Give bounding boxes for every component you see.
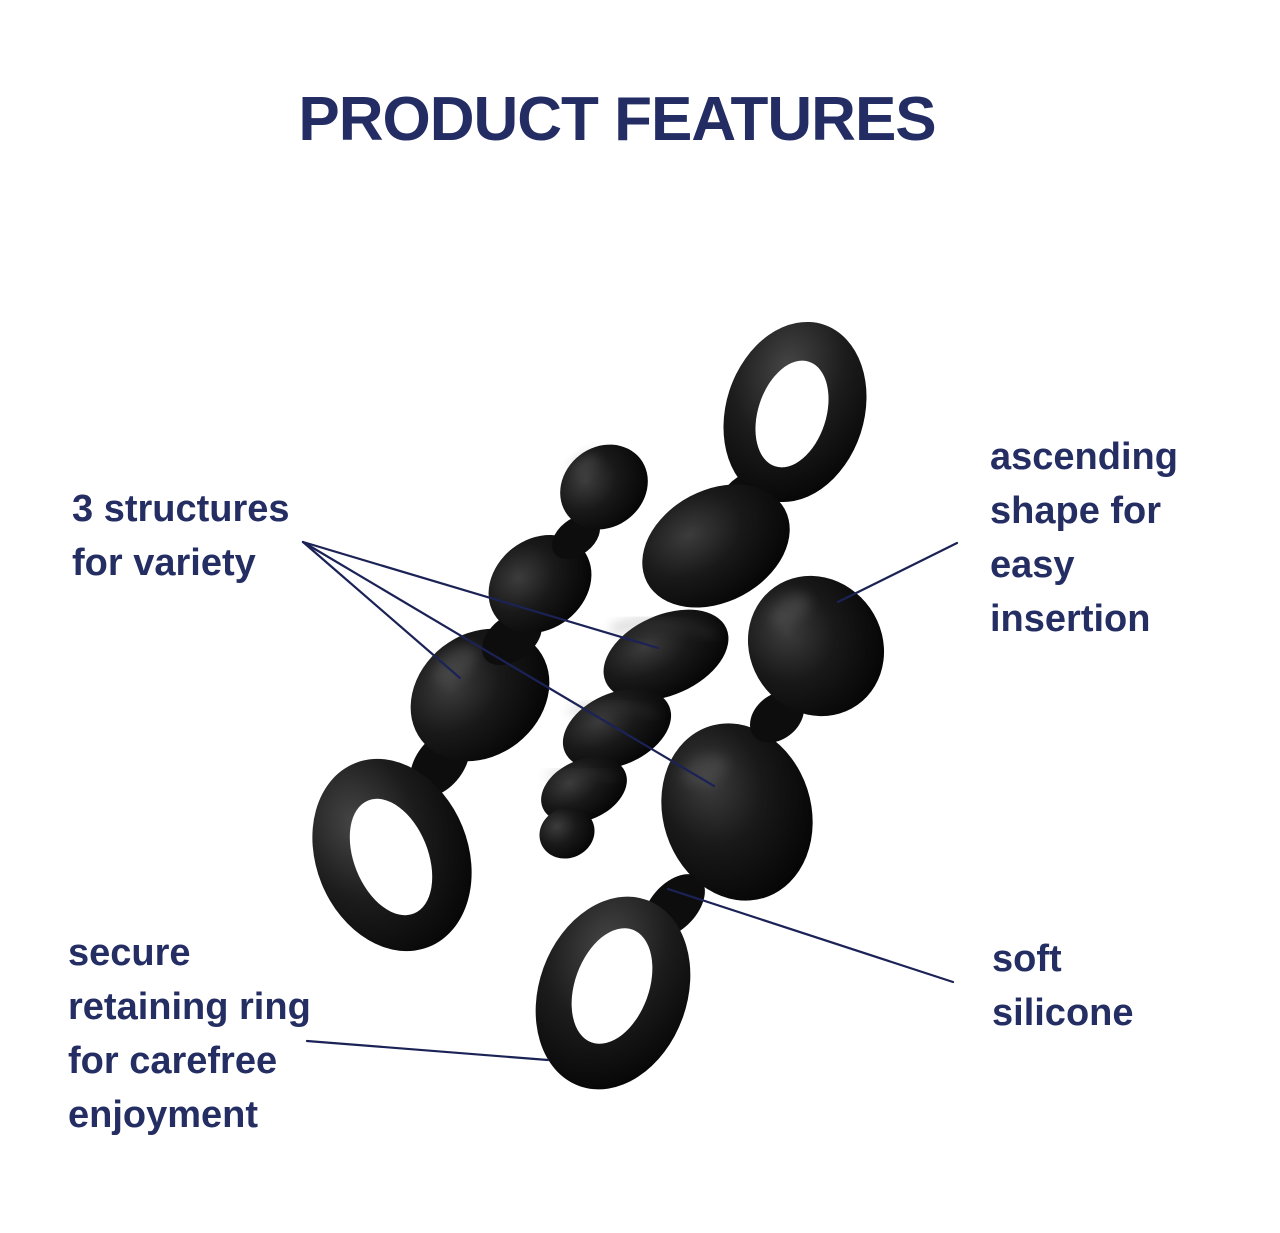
label-ascending-line2: shape for <box>990 490 1162 532</box>
callout-line-soft-silicone <box>666 887 955 984</box>
callout-line-ascending-shape <box>836 541 959 604</box>
label-secure-ring-line4: enjoyment <box>68 1094 259 1136</box>
callout-lines <box>301 540 959 1062</box>
label-soft-silicone-line2: silicone <box>992 992 1134 1034</box>
callout-line-structures-bulb <box>301 540 716 788</box>
label-ascending-line3: easy <box>990 544 1075 586</box>
label-ascending-line1: ascending <box>990 436 1178 478</box>
label-soft-silicone-line1: soft <box>992 938 1062 980</box>
label-secure-ring-line3: for carefree <box>68 1040 278 1082</box>
spiral-plug-graphic <box>539 321 867 859</box>
label-structures: 3 structures for variety <box>72 482 290 590</box>
label-structures-line2: for variety <box>72 542 256 584</box>
label-soft-silicone: soft silicone <box>992 932 1134 1040</box>
callout-line-structures-spiral <box>301 540 660 650</box>
label-ascending-line4: insertion <box>990 598 1151 640</box>
label-ascending: ascending shape for easy insertion <box>990 430 1178 646</box>
beaded-plug-graphic <box>312 444 648 952</box>
page-title: PRODUCT FEATURES <box>298 85 936 154</box>
bulb-plug-graphic <box>535 575 885 1090</box>
label-secure-ring: secure retaining ring for carefree enjoy… <box>68 926 311 1142</box>
label-secure-ring-line2: retaining ring <box>68 986 311 1028</box>
label-secure-ring-line1: secure <box>68 932 191 974</box>
callout-line-structures-beaded <box>301 540 462 680</box>
label-structures-line1: 3 structures <box>72 488 290 530</box>
callout-line-secure-ring <box>305 1039 550 1062</box>
